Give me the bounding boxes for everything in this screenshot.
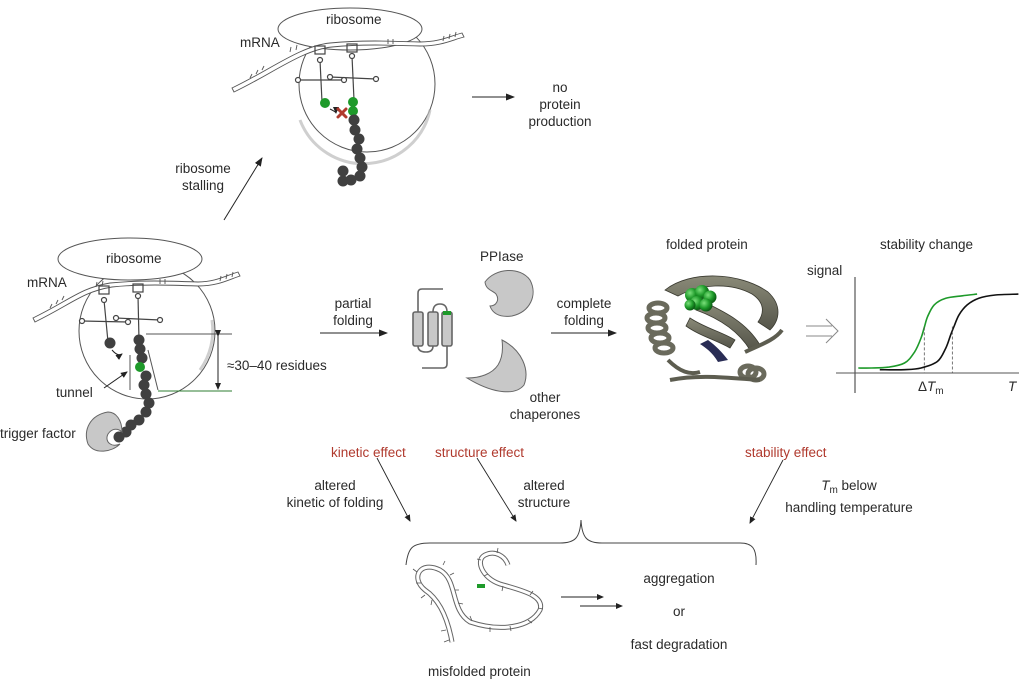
trigger-factor-label: trigger factor	[0, 426, 76, 441]
no-protein-production-label: no protein production	[528, 80, 592, 129]
structure-effect-description: altered structure	[517, 478, 571, 510]
residue-green	[348, 106, 358, 116]
mrna-strand	[231, 31, 465, 93]
tunnel-pointer-arrow	[103, 371, 128, 389]
tunnel-wall	[147, 349, 159, 391]
misfolded-outcome-label: aggregation or fast degradation	[630, 571, 728, 652]
kinetic-effect-description: altered kinetic of folding	[286, 478, 384, 510]
ribosome-large-subunit	[57, 237, 203, 281]
stalled-ribosome-label: ribosome	[326, 12, 382, 27]
stability-effect-label: stability effect	[745, 445, 827, 460]
translating-ribosome	[32, 237, 241, 452]
tunnel-label: tunnel	[56, 385, 93, 400]
partially-folded-protein	[412, 288, 453, 369]
open-double-arrow	[806, 318, 839, 344]
nascent-chain	[113, 334, 155, 443]
kinetic-effect-label: kinetic effect	[331, 445, 406, 460]
other-chaperones-label: other chaperones	[509, 390, 581, 422]
stability-effect-description: Tm below handling temperature	[785, 478, 913, 515]
chart-y-label: signal	[807, 263, 843, 278]
stability-effect-arrow	[749, 459, 784, 524]
misfolded-protein-strand	[412, 547, 544, 643]
residue-green	[135, 362, 145, 372]
translating-mrna-label: mRNA	[27, 275, 67, 290]
ribosome-stalling-label: ribosome stalling	[175, 161, 231, 193]
kinetic-effect-arrow	[376, 457, 411, 522]
trna-pair	[78, 283, 164, 343]
ribosome-stalling-arrow	[223, 157, 263, 221]
residue-green	[320, 98, 330, 108]
stalled-ribosome	[231, 7, 465, 187]
ppiase-label: PPIase	[480, 249, 524, 264]
grouping-brace	[405, 519, 757, 566]
misfolded-protein-label: misfolded protein	[428, 664, 531, 679]
chart-title: stability change	[880, 237, 974, 252]
ligand-spheres	[684, 285, 717, 312]
series-line-0	[858, 293, 978, 369]
ribosome-large-subunit	[277, 7, 423, 51]
trigger-factor-shape	[85, 411, 123, 452]
nascent-chain	[337, 114, 368, 187]
structure-effect-label: structure effect	[435, 445, 525, 460]
blocked-cross-icon	[336, 107, 348, 119]
residues-length-label: ≈30–40 residues	[227, 358, 327, 373]
folded-protein-ribbon	[644, 275, 784, 383]
chart-x-label: T	[1008, 379, 1017, 394]
translating-ribosome-label: ribosome	[106, 251, 162, 266]
complete-folding-label: complete folding	[556, 296, 612, 328]
delta-tm-annotation: ΔTm	[918, 379, 944, 397]
ppiase-shape	[484, 270, 534, 317]
residue-green	[348, 97, 358, 107]
stability-chart	[836, 277, 1019, 393]
folded-protein-label: folded protein	[666, 237, 748, 252]
trna-pair	[294, 43, 380, 103]
structure-effect-arrow	[476, 457, 517, 522]
series-line-1	[879, 293, 1019, 371]
partial-folding-label: partial folding	[333, 296, 373, 328]
other-chaperone-shape	[465, 339, 527, 393]
stalled-mrna-label: mRNA	[240, 35, 280, 50]
